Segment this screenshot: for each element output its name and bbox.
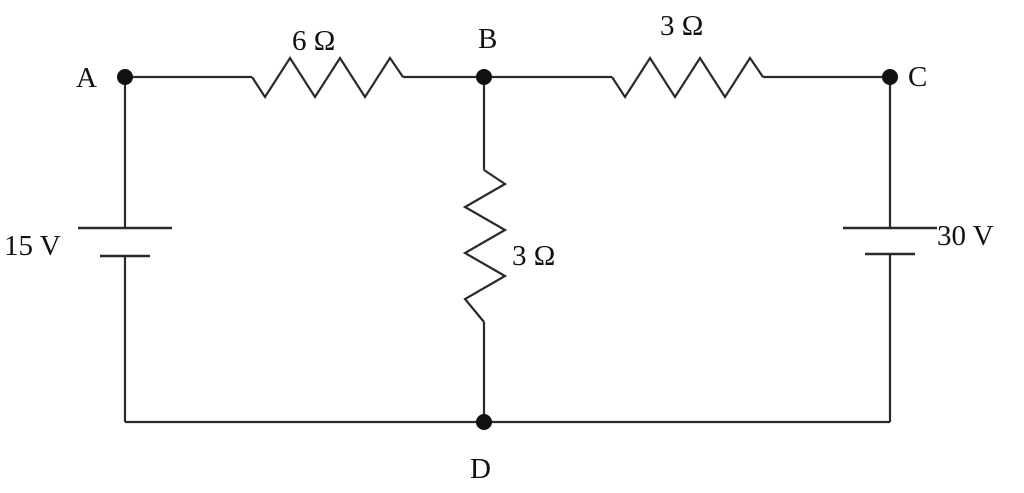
battery-right-label: 30 V: [937, 220, 994, 252]
node-a-dot: [117, 69, 133, 85]
resistor-bd: [462, 169, 508, 323]
node-b-label: B: [478, 23, 497, 55]
resistor-bd-label: 3 Ω: [512, 240, 555, 272]
node-d-dot: [476, 414, 492, 430]
battery-left-label: 15 V: [4, 230, 61, 262]
resistor-ab-label: 6 Ω: [292, 25, 335, 57]
resistor-bc: [611, 55, 764, 100]
node-b-dot: [476, 69, 492, 85]
resistor-bc-label: 3 Ω: [660, 10, 703, 42]
resistor-ab: [251, 55, 404, 100]
node-a-label: A: [76, 62, 97, 94]
node-c-dot: [882, 69, 898, 85]
node-d-label: D: [470, 453, 491, 485]
node-c-label: C: [908, 61, 927, 93]
